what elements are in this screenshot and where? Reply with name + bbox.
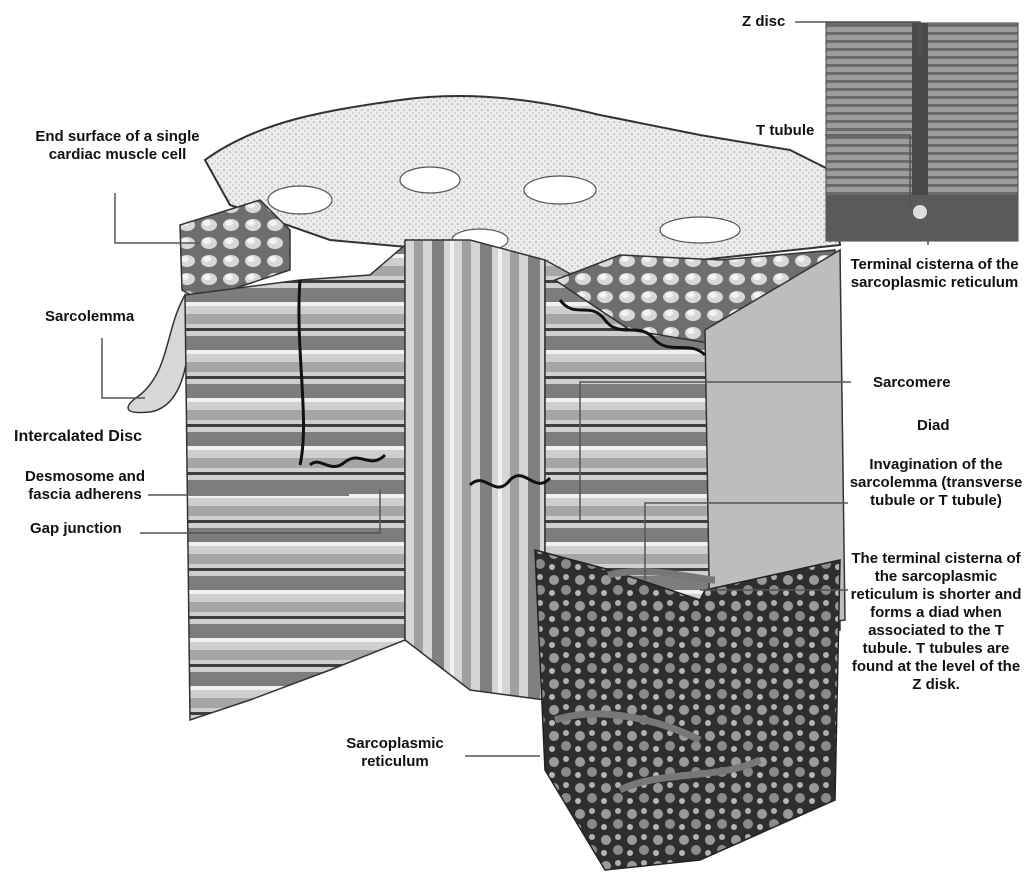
left-front-face xyxy=(185,245,405,720)
label-desmosome: Desmosome and fascia adherens xyxy=(10,468,160,504)
label-diad-note: The terminal cisterna of the sarcoplasmi… xyxy=(847,550,1025,694)
label-invagination: Invagination of the sarcolemma (transver… xyxy=(847,456,1025,510)
sarcolemma-fold xyxy=(128,295,188,413)
micrograph-inset xyxy=(826,23,1018,241)
label-sarcomere: Sarcomere xyxy=(873,374,951,392)
label-end-surface: End surface of a single cardiac muscle c… xyxy=(30,128,205,164)
middle-inset-face xyxy=(405,240,545,700)
label-z-disc: Z disc xyxy=(742,13,785,31)
label-t-tubule: T tubule xyxy=(756,122,814,140)
label-sarcoplasmic-reticulum: Sarcoplasmic reticulum xyxy=(330,735,460,771)
label-diad: Diad xyxy=(917,417,950,435)
label-terminal-cisterna: Terminal cisterna of the sarcoplasmic re… xyxy=(847,256,1022,292)
label-sarcolemma: Sarcolemma xyxy=(45,308,134,326)
label-gap-junction: Gap junction xyxy=(30,520,122,538)
label-intercalated-disc: Intercalated Disc xyxy=(14,428,142,446)
sarcoplasmic-reticulum-mesh xyxy=(535,550,840,870)
